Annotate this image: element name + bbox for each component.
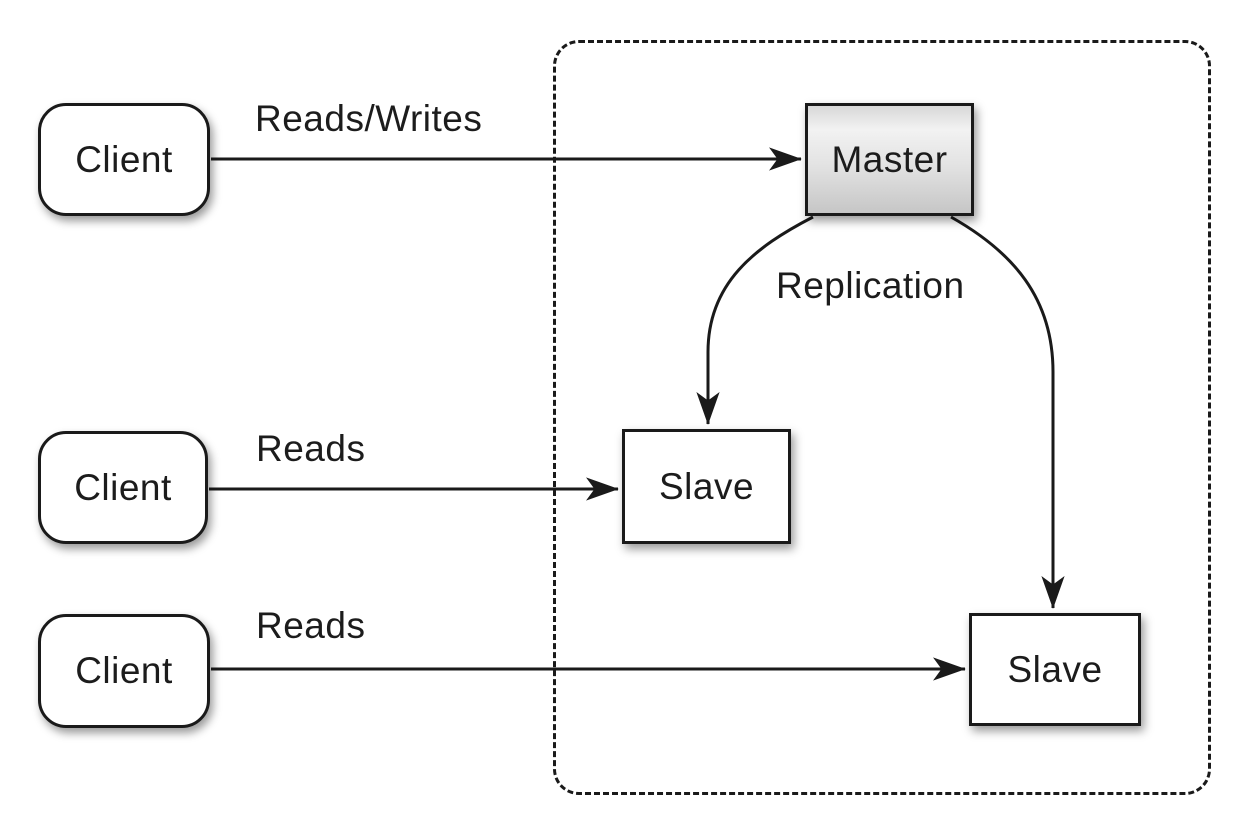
node-client-1-label: Client (75, 138, 173, 180)
node-slave-1: Slave (622, 429, 791, 544)
node-client-3-label: Client (75, 650, 173, 691)
node-client-1: Client (38, 103, 210, 216)
node-slave-1-label: Slave (658, 465, 755, 507)
edge-label-replication: Replication (776, 265, 965, 306)
cluster-boundary (553, 40, 1211, 795)
node-client-3: Client (38, 614, 210, 728)
node-client-2: Client (38, 431, 208, 544)
node-master: Master (805, 103, 974, 216)
node-slave-2-label: Slave (1007, 648, 1103, 690)
edge-label-reads-writes: Reads/Writes (255, 98, 483, 139)
node-slave-2: Slave (969, 613, 1141, 726)
edge-master-to-slave1 (696, 215, 814, 425)
edge-label-reads-bottom: Reads (256, 605, 366, 646)
edge-master-to-slave2 (950, 215, 1065, 609)
node-master-label: Master (831, 138, 948, 180)
edge-label-reads-mid: Reads (256, 428, 366, 469)
node-client-2-label: Client (74, 466, 172, 508)
